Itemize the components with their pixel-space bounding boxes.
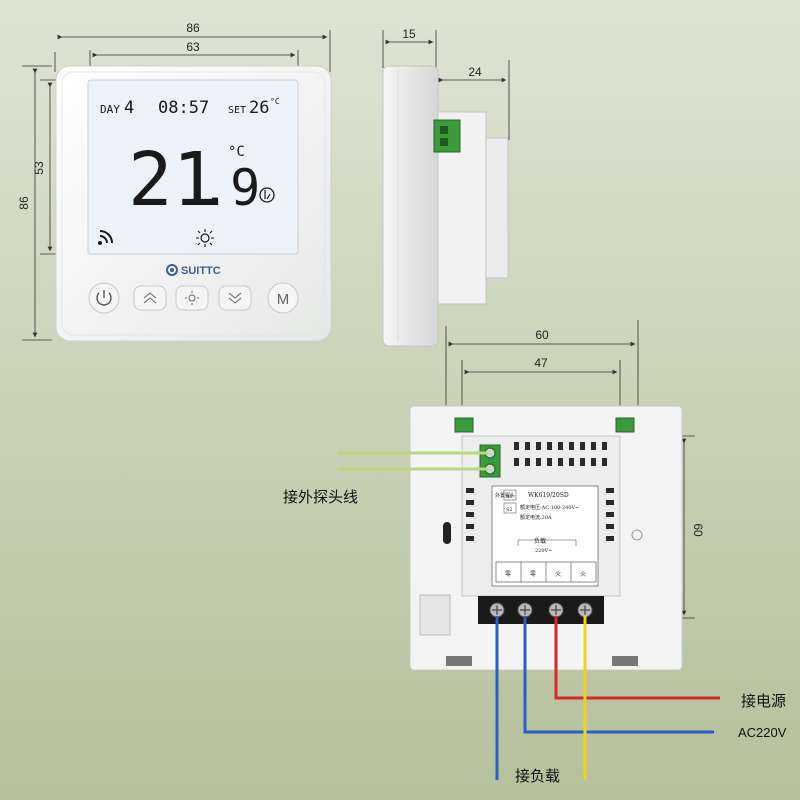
side-plate — [382, 65, 439, 347]
load-label: 负载 — [534, 537, 546, 545]
mode-button[interactable]: M — [267, 282, 299, 314]
back-view: 60 47 60 外置探头 S1 — [409, 320, 705, 671]
lcd-set-label: SET — [228, 105, 246, 116]
vent-slot — [606, 512, 614, 517]
up-button[interactable] — [133, 285, 167, 311]
dim-back-inner-width: 47 — [534, 356, 548, 370]
brand-text: SUITTC — [181, 265, 221, 277]
dim-front-inner-height: 53 — [32, 161, 46, 175]
lcd-set-value: 26 — [249, 98, 269, 118]
lcd-set-unit: °C — [270, 97, 280, 106]
vent-slot — [514, 442, 519, 450]
s1-label: S1 — [506, 494, 513, 500]
dim-front-width: 86 — [186, 21, 200, 35]
vent-slot — [606, 500, 614, 505]
vent-slot — [466, 500, 474, 505]
vent-slot — [569, 458, 574, 466]
current-text: 额定电流:20A — [520, 514, 552, 521]
side-terminal — [433, 119, 461, 153]
probe-wire-label: 接外探头线 — [283, 489, 358, 506]
load-terminal-block — [478, 596, 604, 624]
load-label-annotation: 接负载 — [515, 768, 560, 785]
wire-red — [554, 616, 720, 700]
vent-slot — [606, 536, 614, 541]
wiring — [338, 451, 720, 780]
vent-slot — [580, 458, 585, 466]
lcd-temp-main: 21 — [128, 137, 217, 223]
brand-logo: SUITTC — [166, 264, 221, 277]
lcd-temp-decimal: .9 — [200, 159, 260, 217]
label-plate — [491, 485, 599, 587]
lcd-day-label: DAY — [100, 103, 120, 116]
lcd-temp-unit: °C — [228, 144, 245, 160]
vent-slot — [525, 442, 530, 450]
vent-slot — [580, 442, 585, 450]
power-in-label: 接电源 — [741, 693, 786, 710]
vent-slot — [569, 442, 574, 450]
wifi-icon — [98, 230, 113, 245]
s2-label: S2 — [506, 507, 513, 513]
vent-slot — [466, 488, 474, 493]
wire-blue-2 — [523, 616, 714, 734]
lcd-time: 08:57 — [158, 98, 209, 118]
sun-button[interactable] — [175, 285, 209, 311]
front-view: 86 63 86 53 DAY 4 08:57 SET 26 °C 21 .9 … — [17, 21, 332, 342]
vent-slot — [466, 536, 474, 541]
probe-terminal — [479, 444, 501, 478]
voltage-text: 额定电压:AC 100-240V~ — [520, 504, 579, 511]
probe-label: 外置探头 — [495, 492, 515, 499]
ac-label: AC220V — [738, 725, 787, 740]
vent-slots — [466, 442, 614, 541]
lcd-screen — [87, 79, 299, 255]
vent-slot — [547, 458, 552, 466]
mode-button-label: M — [277, 291, 290, 308]
vent-slot — [536, 442, 541, 450]
model-text: WK619/20SD — [528, 492, 569, 499]
lcd-day-value: 4 — [124, 98, 134, 118]
vent-slot — [606, 488, 614, 493]
vent-slot — [591, 442, 596, 450]
dim-side-box-depth: 24 — [468, 65, 482, 79]
vent-slot — [466, 524, 474, 529]
power-button[interactable] — [88, 282, 120, 314]
vent-slot — [606, 524, 614, 529]
vent-slot — [536, 458, 541, 466]
vent-slot — [602, 442, 607, 450]
sun-icon — [196, 229, 214, 247]
down-button[interactable] — [218, 285, 252, 311]
terminal-label-1: 零 — [505, 571, 511, 578]
vent-slot — [466, 512, 474, 517]
terminal-label-3: 火 — [555, 571, 561, 578]
vent-slot — [602, 458, 607, 466]
vent-slot — [558, 458, 563, 466]
dim-front-inner-width: 63 — [186, 40, 200, 54]
dim-back-height: 60 — [691, 523, 705, 537]
touch-icon — [259, 187, 275, 203]
vent-slot — [547, 442, 552, 450]
terminal-label-4: 火 — [580, 571, 586, 578]
vent-slot — [514, 458, 519, 466]
vent-slot — [525, 458, 530, 466]
dim-front-height: 86 — [17, 196, 31, 210]
dim-back-width: 60 — [535, 328, 549, 342]
dim-side-depth: 15 — [402, 27, 416, 41]
side-view: 15 24 — [382, 27, 510, 347]
vent-slot — [558, 442, 563, 450]
load-voltage: 220V~ — [535, 548, 552, 554]
terminal-label-2: 零 — [530, 571, 536, 578]
vent-slot — [591, 458, 596, 466]
